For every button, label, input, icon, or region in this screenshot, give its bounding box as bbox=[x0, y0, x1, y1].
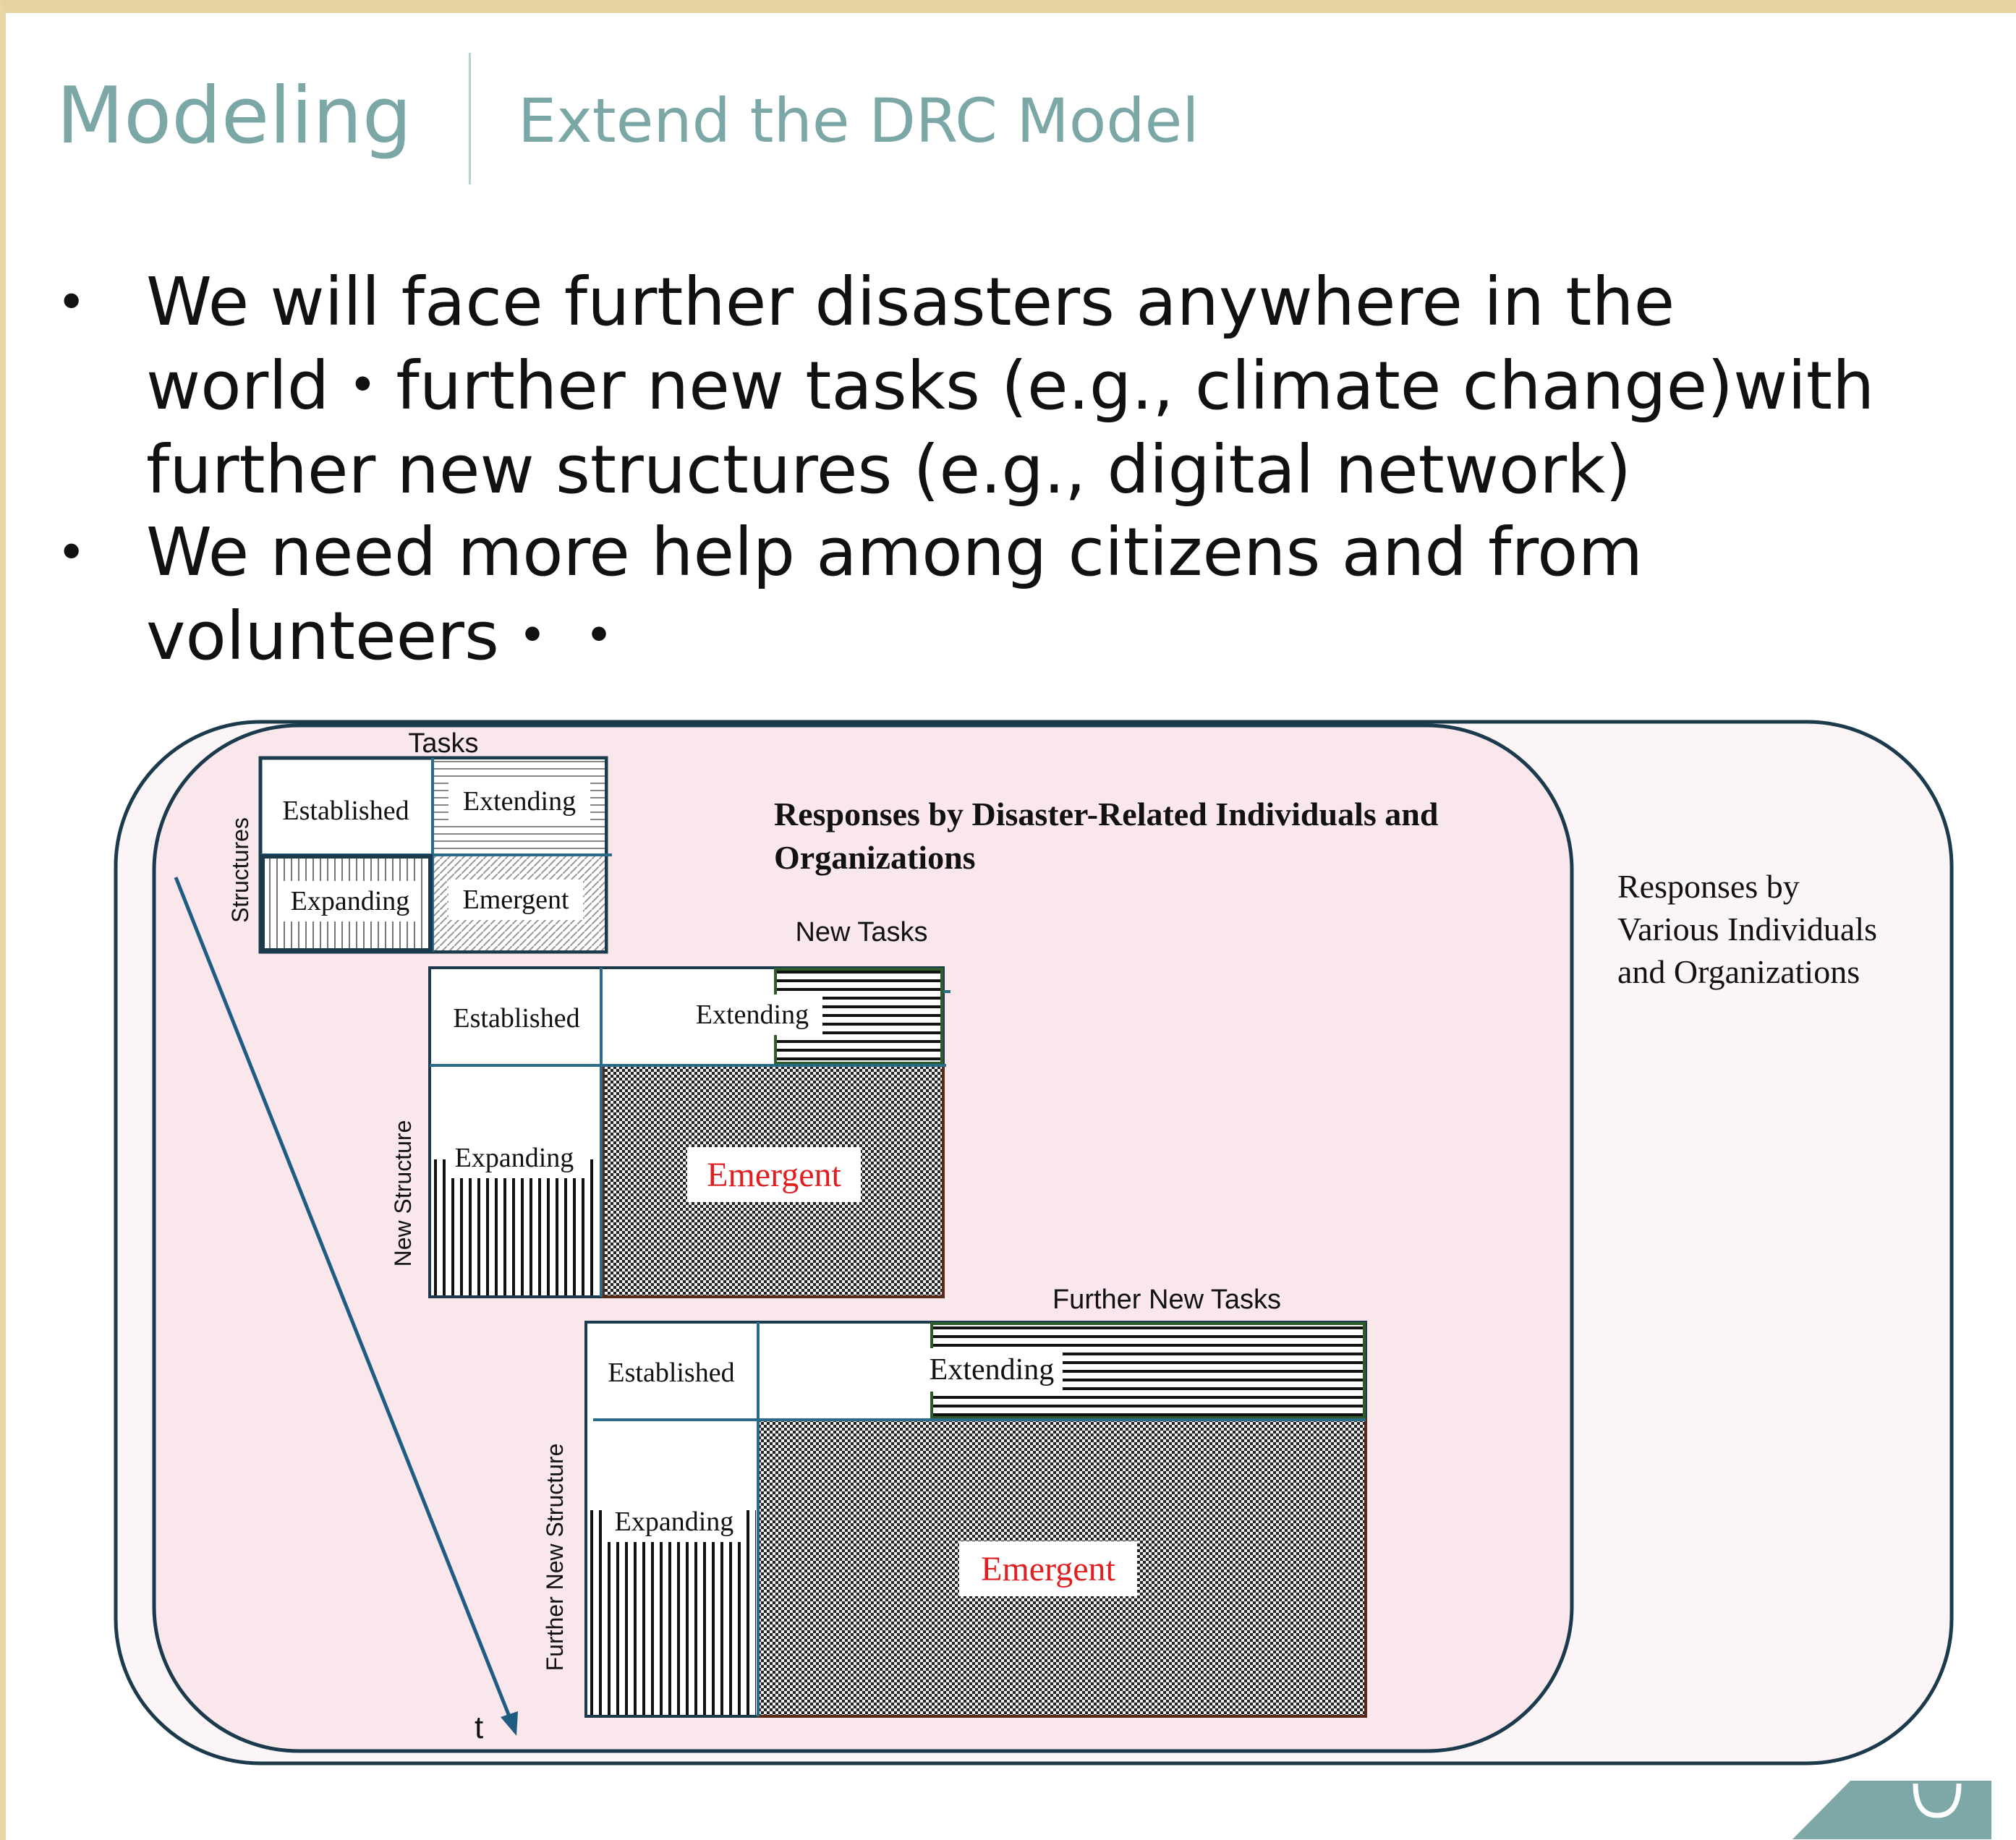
grid2-emergent-bg bbox=[687, 1147, 861, 1202]
grid2-expanding-fill bbox=[431, 1159, 599, 1295]
bullet-line: We will face further disasters anywhere … bbox=[146, 263, 1675, 341]
grid3-extending-label: Extending bbox=[930, 1353, 1055, 1387]
grid1-established-label: Established bbox=[282, 796, 409, 826]
corner-badge bbox=[1792, 1781, 1991, 1839]
grid3-top-label: Further New Tasks bbox=[1052, 1285, 1281, 1315]
slide-title: Modeling bbox=[56, 71, 412, 161]
outer-label-line: and Organizations bbox=[1617, 953, 1860, 990]
slide-subtitle: Extend the DRC Model bbox=[518, 85, 1199, 156]
grid3-emergent-bg bbox=[959, 1541, 1137, 1596]
grid3-emergent-label: Emergent bbox=[981, 1550, 1115, 1588]
grid1-established-bg bbox=[275, 791, 420, 831]
bullet-line: We need more help among citizens and fro… bbox=[146, 514, 1643, 591]
drc-model-diagram: Responses by Various Individuals and Org… bbox=[114, 720, 1991, 1839]
grid1-emergent-label: Emergent bbox=[462, 885, 569, 915]
grid3-expanding-bg bbox=[603, 1502, 746, 1542]
grid3-expanding-label: Expanding bbox=[615, 1507, 734, 1537]
page-number-glyph bbox=[1913, 1783, 1962, 1818]
bullet-dot: • bbox=[56, 523, 87, 582]
grid2-extending-label: Extending bbox=[696, 1000, 809, 1030]
grid2-expanding-label: Expanding bbox=[455, 1143, 574, 1173]
grid1-expanding-bg bbox=[281, 881, 420, 921]
outer-label-line: Responses by bbox=[1617, 868, 1800, 905]
grid2-established-bg bbox=[446, 998, 587, 1039]
grid-3: Further New Tasks Further New Structure … bbox=[542, 1285, 1367, 1718]
inner-label-line: Organizations bbox=[774, 839, 976, 876]
bullet-dot: • bbox=[56, 273, 87, 332]
grid2-side-label: New Structure bbox=[390, 1120, 416, 1267]
grid-1: Tasks Structures Established Extending E… bbox=[227, 728, 612, 954]
grid1-extending-bg bbox=[448, 781, 590, 822]
grid1-extending-label: Extending bbox=[463, 786, 576, 817]
grid1-expanding-label: Expanding bbox=[291, 886, 410, 916]
grid3-established-bg bbox=[600, 1353, 742, 1393]
grid2-expanding-bg bbox=[446, 1138, 587, 1178]
grid2-emergent-label: Emergent bbox=[707, 1156, 841, 1194]
time-arrow bbox=[174, 877, 514, 1724]
grid1-top-label: Tasks bbox=[408, 728, 478, 759]
grid3-expanding-fill bbox=[588, 1510, 756, 1715]
grid3-side-label: Further New Structure bbox=[542, 1444, 568, 1671]
grid3-established-label: Established bbox=[608, 1358, 734, 1388]
grid2-top-label: New Tasks bbox=[795, 917, 927, 947]
outer-label-line: Various Individuals bbox=[1617, 911, 1877, 947]
grid-2: New Tasks New Structure Established Exte… bbox=[390, 917, 950, 1298]
grid1-emergent-bg bbox=[448, 879, 583, 920]
grid2-extending-bg bbox=[682, 994, 822, 1035]
grid3-extending-bg bbox=[921, 1348, 1063, 1392]
bullet-line: volunteers・・ bbox=[146, 597, 632, 675]
time-arrowhead bbox=[501, 1711, 518, 1736]
bullet-line: world・further new tasks (e.g., climate c… bbox=[146, 347, 1875, 425]
bullet-line: further new structures (e.g., digital ne… bbox=[146, 431, 1632, 508]
inner-label-line: Responses by Disaster-Related Individual… bbox=[774, 796, 1439, 832]
grid1-side-label: Structures bbox=[227, 817, 253, 923]
time-label: t bbox=[475, 1710, 483, 1745]
grid2-established-label: Established bbox=[453, 1003, 579, 1034]
title-divider bbox=[469, 53, 471, 184]
